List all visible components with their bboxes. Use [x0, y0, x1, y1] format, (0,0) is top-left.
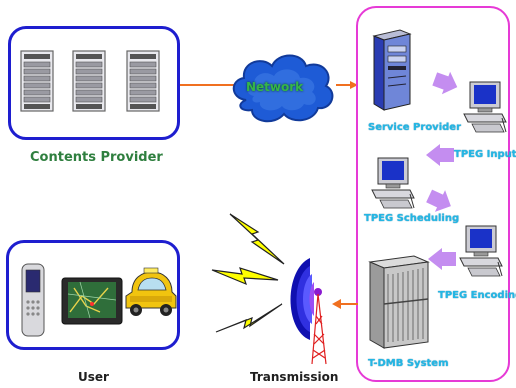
step-arrow	[426, 144, 454, 166]
desktop-computer-icon	[459, 225, 503, 277]
network-service-connector	[336, 81, 358, 89]
mobile-phone-icon	[21, 263, 45, 337]
tdmb-system-box	[356, 6, 510, 382]
lightning-bolt-icon	[215, 303, 283, 333]
step-arrow	[428, 248, 456, 270]
cloud-icon	[232, 54, 334, 123]
server-rack-icon	[72, 50, 106, 112]
tpeg-scheduling-label: TPEG Scheduling	[364, 213, 460, 224]
step-arrow	[432, 71, 458, 95]
desktop-computer-icon	[463, 81, 507, 133]
network-label: Network	[246, 80, 304, 94]
desktop-computer-icon	[371, 157, 415, 209]
tpeg-input-label: TPEG Input	[454, 149, 516, 160]
tpeg-encoding-label: TPEG Encoding	[438, 290, 516, 301]
contents-provider-box	[8, 26, 180, 140]
user-box	[6, 240, 180, 350]
provider-network-connector	[180, 84, 238, 86]
server-rack-icon	[20, 50, 54, 112]
system-transmission-connector	[332, 299, 358, 309]
broadcast-tower-icon	[290, 258, 327, 365]
step-arrow	[426, 189, 451, 212]
tdmb-rack-icon	[368, 255, 430, 349]
car-icon	[125, 267, 177, 316]
contents-provider-label: Contents Provider	[30, 150, 163, 165]
service-provider-label: Service Provider	[368, 122, 462, 133]
tdmb-system-label: T-DMB System	[368, 358, 449, 369]
lightning-bolt-icon	[229, 213, 285, 265]
transmission-label: Transmission	[250, 370, 339, 384]
lightning-bolt-icon	[211, 267, 279, 286]
server-rack-icon	[126, 50, 160, 112]
user-label: User	[78, 370, 109, 384]
car-navigation-icon	[61, 277, 123, 325]
server-tower-icon	[372, 29, 412, 111]
